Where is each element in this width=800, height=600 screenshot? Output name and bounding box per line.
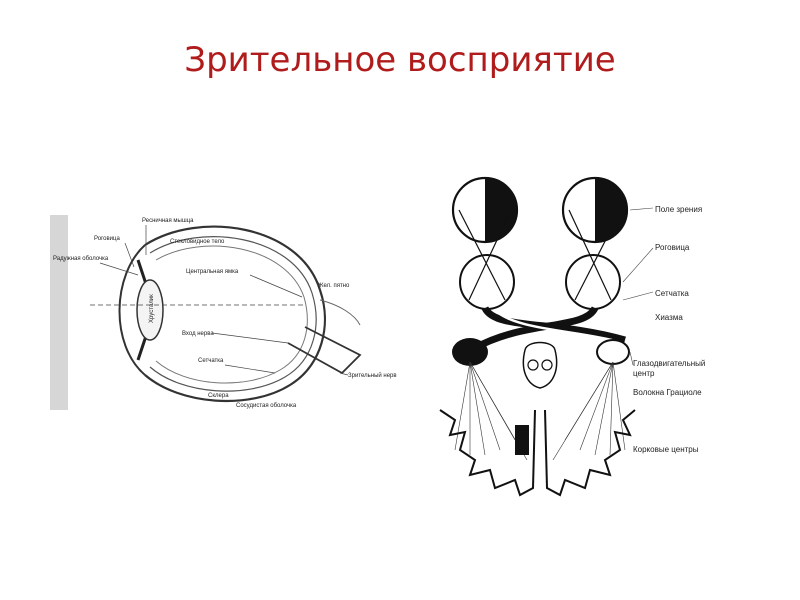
label-central-pit: Центральная ямка <box>186 269 239 275</box>
label-iris: Радужная оболочка <box>53 256 109 262</box>
label-retina: Сетчатка <box>198 358 224 364</box>
label-optic-nerve: Зрительный нерв <box>348 372 397 379</box>
eye-right <box>565 254 621 310</box>
visual-field-left-dark-half <box>485 178 517 242</box>
calcarine-dark-patch <box>515 425 529 455</box>
leader-retina <box>224 364 276 374</box>
label-choroid: Сосудистая оболочка <box>236 403 297 409</box>
leader-optic-nerve <box>339 372 349 376</box>
sclera-outline <box>144 225 327 403</box>
retina-outline <box>155 245 308 384</box>
label-retina-r: Сетчатка <box>655 289 689 298</box>
label-cortical-centers: Корковые центры <box>633 445 699 454</box>
label-oculomotor-line1: Глазодвигательный <box>633 359 705 368</box>
label-chiasm: Хиазма <box>655 313 683 322</box>
brainstem-shape <box>522 341 558 389</box>
ray-left-a <box>458 209 506 301</box>
label-vitreous: Стекловидное тело <box>170 239 225 245</box>
leader-iris <box>99 262 139 276</box>
label-cornea-r: Роговица <box>655 243 690 252</box>
leader-nerve-entry <box>211 332 289 344</box>
graziole-fibers-right <box>552 361 626 461</box>
visual-pathway-svg: Поле зрения Роговица Сетчатка Хиазма Гла… <box>439 176 705 497</box>
slide-title: Зрительное восприятие <box>184 40 616 80</box>
optic-tract-crossing-b <box>473 306 599 352</box>
geniculate-right <box>596 339 630 365</box>
label-cornea: Роговица <box>94 236 120 242</box>
cornea-shape <box>118 244 146 376</box>
choroid-outline <box>149 236 317 392</box>
scan-shadow-strip <box>50 215 68 410</box>
visual-field-right-dark-half <box>595 178 627 242</box>
leader-cornea <box>124 242 135 268</box>
label-blind-spot: Жел. пятно <box>318 283 350 289</box>
label-visual-field: Поле зрения <box>655 205 702 214</box>
label-graziole: Волокна Грациоле <box>633 388 702 397</box>
leader-central-pit <box>249 274 303 298</box>
label-nerve-entry: Вход нерва <box>182 331 214 337</box>
eye-diagram-svg: Ресничная мышца Роговица Радужная оболоч… <box>50 215 397 410</box>
optic-tract-inner-a <box>494 309 621 344</box>
ray-left-b <box>468 209 512 301</box>
nucleus-left <box>527 359 539 371</box>
label-lens: Хрусталик <box>149 294 155 323</box>
cortex-left <box>439 409 536 497</box>
geniculate-left <box>452 338 488 366</box>
leader-retina-r <box>622 291 654 301</box>
orbit-wall-line <box>319 299 361 326</box>
cortex-right <box>544 409 636 497</box>
label-oculomotor-line2: центр <box>633 369 655 378</box>
ray-right-a <box>568 209 612 301</box>
nucleus-right <box>541 359 553 371</box>
eye-left <box>459 254 515 310</box>
leader-cornea-r <box>622 247 654 283</box>
optic-nerve-shape <box>287 326 362 375</box>
eye-cross-section-diagram: Ресничная мышца Роговица Радужная оболоч… <box>50 205 410 420</box>
label-sclera: Склера <box>208 393 229 399</box>
leader-oculomotor <box>629 351 634 366</box>
label-ciliary-muscle: Ресничная мышца <box>142 218 194 224</box>
lens-shape <box>136 279 164 341</box>
leader-visual-field <box>629 207 654 211</box>
ray-right-b <box>574 209 622 301</box>
visual-pathway-diagram: Поле зрения Роговица Сетчатка Хиазма Гла… <box>435 170 745 500</box>
